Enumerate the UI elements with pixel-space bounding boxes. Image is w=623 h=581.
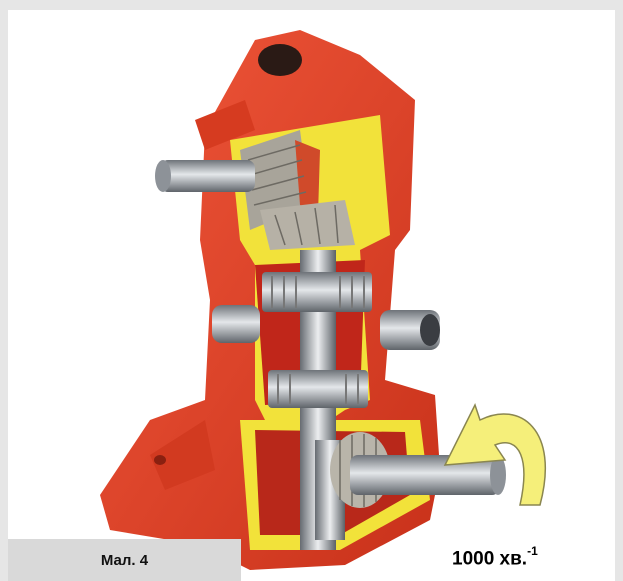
vertical-shaft [262,250,372,550]
speed-value: 1000 хв. [452,548,528,570]
output-gear [330,432,506,508]
speed-exponent: -1 [527,544,538,558]
curved-arrow-icon [443,403,546,506]
caption-label: Мал. 4 [100,551,149,569]
side-bosses [212,305,440,350]
input-shaft [155,160,255,192]
figure-caption: Мал. 4 [8,539,241,581]
bevel-gears [240,130,355,250]
speed-label: 1000 хв.-1 [452,544,538,570]
